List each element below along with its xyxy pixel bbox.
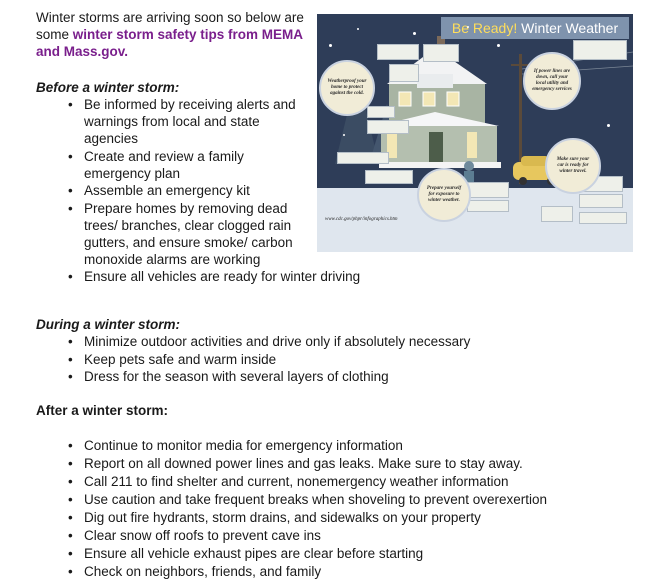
after-list: Continue to monitor media for emergency …: [64, 437, 624, 581]
list-item: Ensure all vehicle exhaust pipes are cle…: [64, 545, 624, 562]
tip-card: [367, 120, 409, 134]
list-item: Keep pets safe and warm inside: [64, 351, 624, 368]
tip-star: Weatherproof your home to protect agains…: [319, 60, 375, 116]
after-heading: After a winter storm:: [36, 403, 169, 418]
list-item: Dress for the season with several layers…: [64, 368, 624, 385]
tip-star: If power lines are down, call your local…: [523, 52, 581, 110]
list-item: Create and review a family emergency pla…: [64, 148, 312, 182]
intro-paragraph: Winter storms are arriving soon so below…: [36, 9, 308, 60]
tip-card: [337, 152, 389, 164]
before-list: Be informed by receiving alerts and warn…: [64, 96, 360, 286]
list-item: Prepare homes by removing dead trees/ br…: [64, 200, 312, 268]
tip-star: Prepare yourself for exposure to winter …: [417, 168, 471, 222]
infographic-title: Be Ready! Winter Weather: [441, 17, 629, 39]
during-list: Minimize outdoor activities and drive on…: [64, 333, 624, 386]
snowflake: [497, 44, 500, 47]
tip-card: [573, 40, 627, 60]
list-item: Check on neighbors, friends, and family: [64, 563, 624, 580]
snowflake: [467, 26, 469, 28]
intro-text: Winter storms are arriving soon so below…: [36, 10, 304, 42]
winter-weather-infographic: Be Ready! Winter Weather Weatherproof yo…: [317, 14, 633, 252]
list-item: Use caution and take frequent breaks whe…: [64, 491, 624, 508]
snowflake: [357, 28, 359, 30]
list-item: Report on all downed power lines and gas…: [64, 455, 624, 472]
tip-card: [579, 194, 623, 208]
list-item: Call 211 to find shelter and current, no…: [64, 473, 624, 490]
tip-card: [467, 182, 509, 198]
snowflake: [329, 44, 332, 47]
snowflake: [413, 32, 416, 35]
before-heading: Before a winter storm:: [36, 80, 180, 95]
snowflake: [607, 124, 610, 127]
tip-star: Make sure your car is ready for winter t…: [545, 138, 601, 194]
infographic-title-prefix: Be Ready!: [451, 20, 518, 36]
tip-card: [389, 64, 419, 82]
infographic-title-main: Winter Weather: [521, 20, 619, 36]
during-heading: During a winter storm:: [36, 317, 181, 332]
snowflake: [343, 134, 345, 136]
tip-card: [467, 200, 509, 212]
list-item: Continue to monitor media for emergency …: [64, 437, 624, 454]
list-item: Assemble an emergency kit: [64, 182, 312, 199]
tip-card: [423, 44, 459, 62]
list-item: Ensure all vehicles are ready for winter…: [64, 268, 404, 285]
infographic-url: www.cdc.gov/phpr/infographics.htm: [325, 217, 398, 222]
tip-card: [579, 212, 627, 224]
list-item: Be informed by receiving alerts and warn…: [64, 96, 312, 147]
list-item: Clear snow off roofs to prevent cave ins: [64, 527, 624, 544]
list-item: Minimize outdoor activities and drive on…: [64, 333, 624, 350]
tip-card: [377, 44, 419, 60]
tip-card: [541, 206, 573, 222]
tip-card: [367, 106, 395, 118]
list-item: Dig out fire hydrants, storm drains, and…: [64, 509, 624, 526]
intro-highlight: winter storm safety tips from MEMA and M…: [36, 27, 303, 59]
tip-card: [365, 170, 413, 184]
